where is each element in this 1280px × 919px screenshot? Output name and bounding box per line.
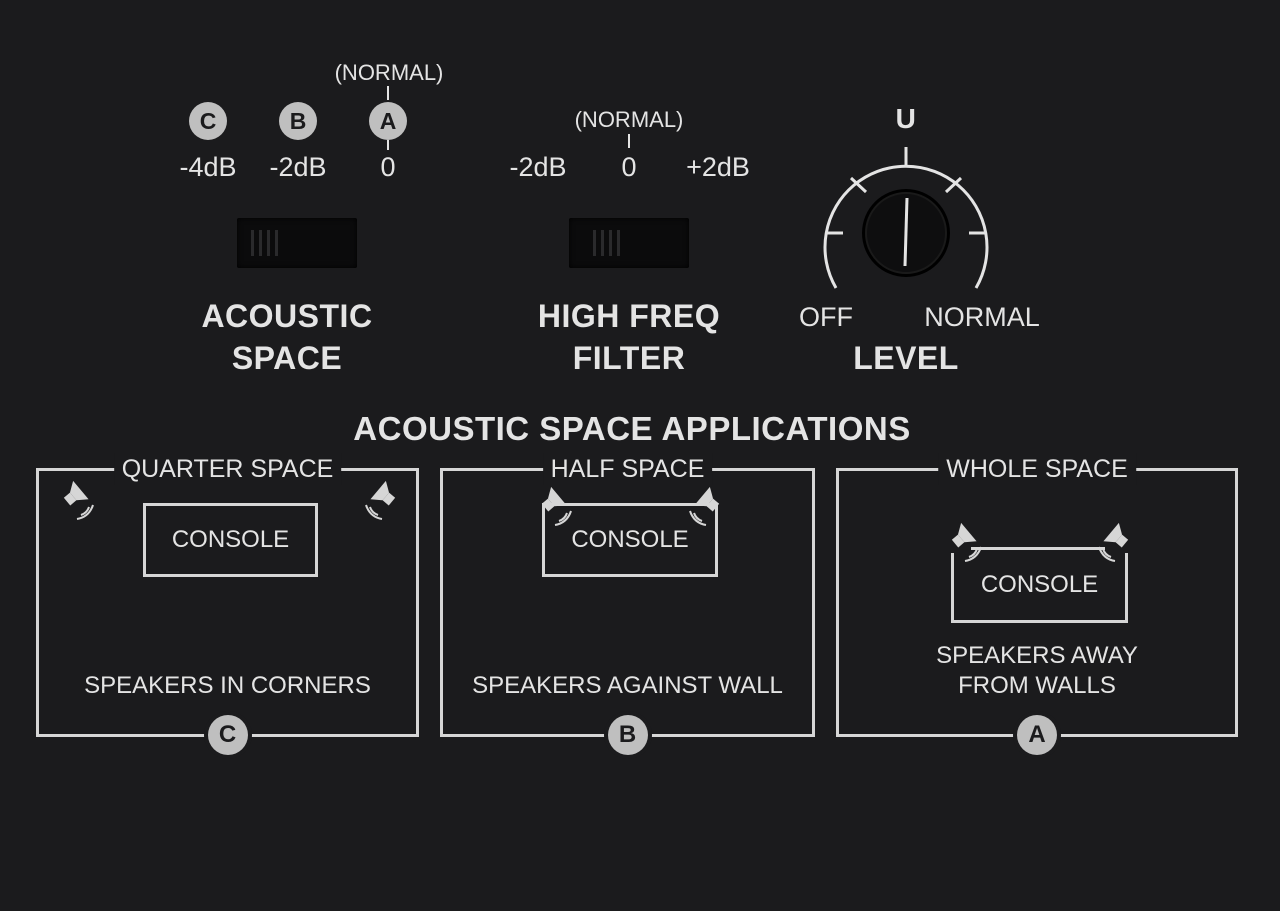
switch-ridge: [593, 230, 596, 256]
speaker-icon: [951, 522, 982, 562]
half-space-title: HALF SPACE: [542, 453, 713, 485]
whole-caption-line1: SPEAKERS AWAY: [936, 642, 1138, 669]
whole-caption-line2: FROM WALLS: [958, 672, 1116, 699]
level-dial-scale: [823, 147, 989, 289]
acoustic-space-switch[interactable]: [237, 218, 357, 268]
switch-ridge: [275, 230, 278, 256]
hf-filter-title-line1: HIGH FREQ: [537, 298, 721, 334]
switch-ridge: [267, 230, 270, 256]
quarter-space-title: QUARTER SPACE: [113, 453, 342, 485]
hf-filter-title-line2: FILTER: [572, 340, 686, 376]
speaker-icon: [63, 480, 94, 520]
hf-filter-normal-label: (NORMAL): [574, 107, 684, 132]
quarter-console: CONSOLE: [143, 503, 318, 577]
level-unity-label: U: [895, 103, 917, 134]
hf-value-minus: -2dB: [509, 152, 567, 182]
hf-normal-tick: [628, 134, 630, 148]
acoustic-value-b: -2dB: [269, 152, 327, 182]
applications-heading: ACOUSTIC SPACE APPLICATIONS: [353, 410, 911, 447]
whole-badge: A: [1017, 715, 1057, 755]
acoustic-space-title-line1: ACOUSTIC: [201, 298, 373, 334]
acoustic-position-c-badge: C: [189, 102, 227, 140]
switch-ridge: [601, 230, 604, 256]
hf-filter-switch[interactable]: [569, 218, 689, 268]
acoustic-value-a: 0: [380, 152, 396, 182]
quarter-badge: C: [207, 715, 248, 755]
speaker-icon: [689, 486, 720, 526]
half-badge: B: [607, 715, 648, 755]
acoustic-a-tick: [387, 140, 389, 150]
acoustic-position-a-badge: A: [369, 102, 407, 140]
whole-console: CONSOLE: [951, 553, 1128, 623]
speaker-link-line: [971, 547, 1105, 550]
acoustic-space-title-line2: SPACE: [231, 340, 343, 376]
acoustic-position-b-badge: B: [279, 102, 317, 140]
acoustic-normal-tick: [387, 86, 389, 100]
quarter-space-panel: QUARTER SPACE CONSOLE SPEAKERS IN CORNER…: [36, 453, 419, 755]
speaker-icon: [365, 480, 396, 520]
switch-ridge: [609, 230, 612, 256]
level-knob-icon[interactable]: [861, 188, 951, 278]
switch-ridge: [617, 230, 620, 256]
level-title: LEVEL: [853, 340, 959, 376]
hf-value-zero: 0: [621, 152, 637, 182]
whole-space-panel: WHOLE SPACE CONSOLE SPEAKERS AWAY FROM W…: [836, 453, 1238, 755]
acoustic-space-normal-label: (NORMAL): [334, 60, 444, 85]
quarter-caption: SPEAKERS IN CORNERS: [84, 672, 371, 699]
switch-ridge: [259, 230, 262, 256]
half-console: CONSOLE: [542, 503, 718, 577]
level-normal-label: NORMAL: [924, 302, 1040, 332]
level-off-label: OFF: [799, 302, 853, 332]
hf-value-plus: +2dB: [686, 152, 750, 182]
half-caption: SPEAKERS AGAINST WALL: [472, 672, 783, 699]
speaker-icon: [1098, 522, 1129, 562]
switch-ridge: [251, 230, 254, 256]
whole-space-title: WHOLE SPACE: [938, 453, 1136, 485]
acoustic-value-c: -4dB: [179, 152, 237, 182]
half-space-panel: HALF SPACE CONSOLE SPEAKERS AGAINST WALL…: [440, 453, 815, 755]
